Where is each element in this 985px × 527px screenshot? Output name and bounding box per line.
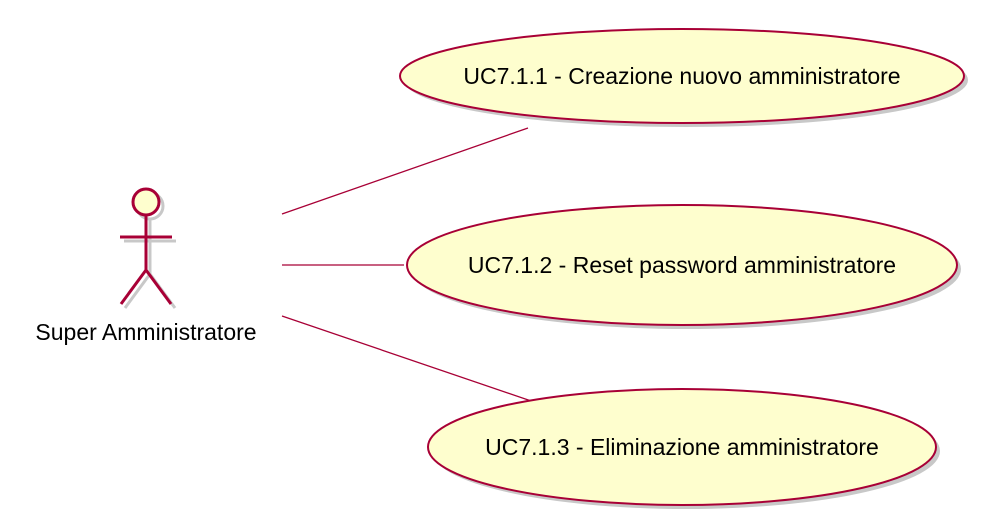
association-line-uc713 xyxy=(281,315,541,405)
associations xyxy=(281,127,541,405)
use-case-uc711-label: UC7.1.1 - Creazione nuovo amministratore xyxy=(463,63,900,89)
use-case-uc711-ellipse xyxy=(399,28,965,124)
use-case-uc713-label: UC7.1.3 - Eliminazione amministratore xyxy=(485,434,879,460)
actor-figure-icon xyxy=(119,187,173,305)
use-case-uc711[interactable]: UC7.1.1 - Creazione nuovo amministratore xyxy=(399,28,968,127)
use-case-uc713[interactable]: UC7.1.3 - Eliminazione amministratore xyxy=(427,388,940,509)
association-line-uc711 xyxy=(281,127,529,215)
use-case-uc713-ellipse xyxy=(427,388,937,506)
use-case-uc712-ellipse xyxy=(406,204,958,326)
use-case-uc712-label: UC7.1.2 - Reset password amministratore xyxy=(468,252,896,278)
use-case-uc712[interactable]: UC7.1.2 - Reset password amministratore xyxy=(406,204,961,329)
actor-super-amministratore[interactable]: Super Amministratore xyxy=(35,187,257,345)
actor-name: Super Amministratore xyxy=(35,319,256,345)
